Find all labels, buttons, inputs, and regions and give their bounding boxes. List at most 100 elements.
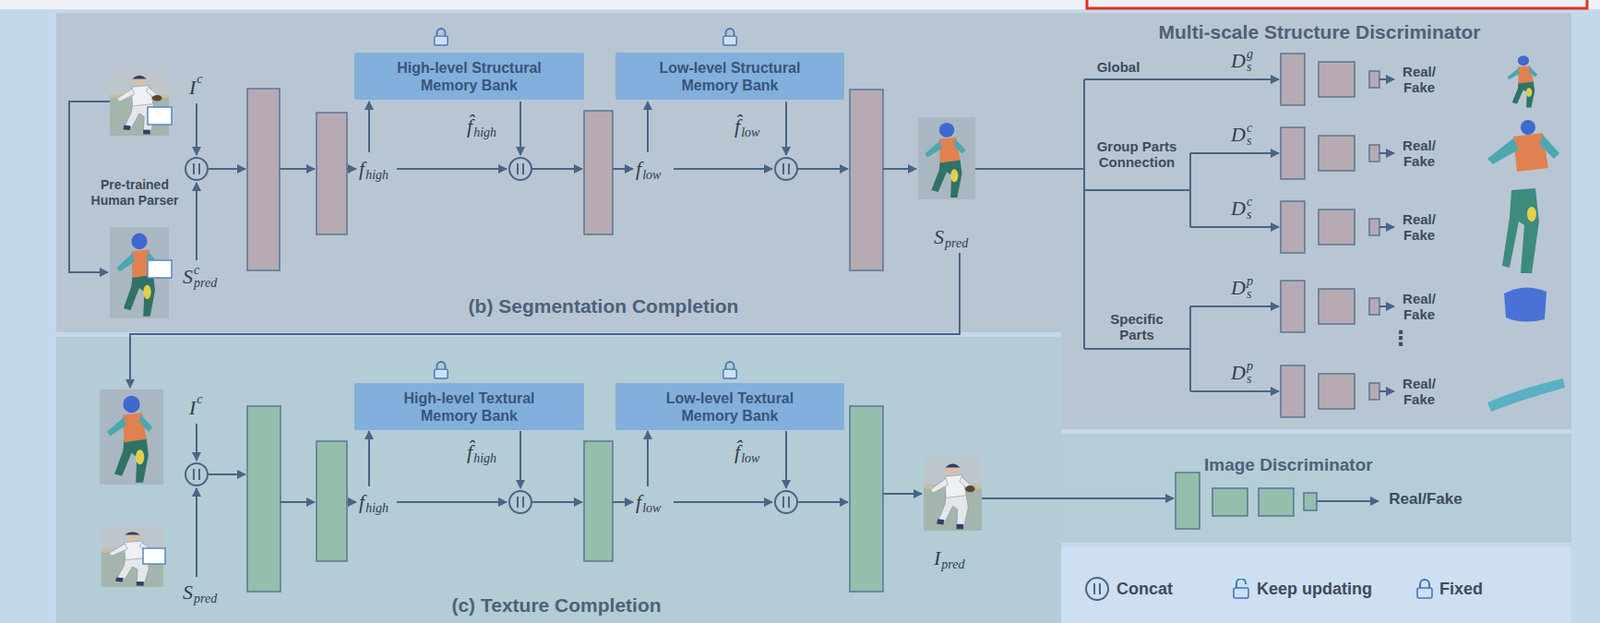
math-symbol: f̂ [466,441,473,463]
disc-block [1318,135,1355,171]
subscript: s [1246,372,1254,386]
lock-icons [434,28,1433,598]
disc-block [1280,53,1305,106]
flow-arrow [280,501,315,503]
branch-line [1084,189,1191,192]
legend-panel [1061,546,1572,623]
math-label: Dcs [1230,195,1253,222]
concat-symbol [185,463,208,486]
script-stack: cpred [193,263,217,290]
memory-bank-label: Low-level Structural Memory Bank [642,59,818,95]
flow-arrow [673,167,773,170]
memory-bank-label: High-level Textural Memory Bank [382,389,558,425]
part-thumbnails [1487,55,1565,412]
concat-symbol [775,490,798,514]
flow-arrow [673,501,773,503]
disc-block [1280,201,1305,253]
math-label: f̂low [734,441,760,463]
flow-arrow [1190,305,1279,308]
disc-block [1369,218,1380,236]
superscript: c [196,72,203,86]
math-symbol: D [1230,277,1246,299]
math-label: Scpred [182,263,217,290]
network-blocks [247,53,1380,592]
math-symbol: f̂ [734,441,741,463]
concat-symbol [509,157,532,180]
math-label: flow [635,491,661,513]
lock-icon [434,28,448,46]
disc-block [1369,382,1380,400]
math-symbol: S [182,582,193,603]
concat-symbols [185,157,1109,600]
layer-block [584,110,613,235]
math-symbol: f [635,158,642,180]
flow-arrow [1379,78,1395,81]
subscript: pred [193,592,217,606]
flow-arrow [519,430,522,489]
memory-bank-box: High-level Textural Memory Bank [354,382,585,430]
math-label: Dps [1230,359,1254,386]
superscript: g [1246,47,1254,61]
panel-band: (c) Texture CompletionHigh-level Textura… [56,336,1062,623]
flow-arrow [785,101,788,156]
layer-block [247,88,280,271]
math-symbol: f [358,491,365,513]
math-symbol: f̂ [466,116,473,137]
flow-arrow [346,167,357,170]
mask-region [143,548,166,564]
panel-heading: (b) Segmentation Completion [146,295,1061,318]
text-label: Real/ Fake [1395,137,1444,169]
flow-arrow [1379,152,1395,155]
subscript: pred [944,237,968,251]
math-label: Ipred [933,548,965,569]
math-symbol: D [1230,124,1246,145]
disc-block [1318,61,1355,97]
script-stack: ps [1246,274,1254,301]
subscript: high [365,501,389,515]
disc-block [1303,492,1317,511]
math-symbol: f [358,158,365,180]
text-label: Real/Fake [1377,490,1474,507]
global-parsing [1506,55,1538,108]
flow-arrow [646,430,649,487]
flow-arrow [195,103,198,156]
disc-block [1369,298,1380,315]
disc-block [1280,280,1305,333]
lock-icon [434,361,448,379]
flow-arrow [368,430,371,487]
text-label: Real/ Fake [1395,63,1444,96]
flow-arrow [883,492,922,495]
text-label: Real/ Fake [1395,290,1444,323]
flow-arrows [69,79,1395,577]
flow-arrow [612,167,633,170]
math-label: Dgs [1230,47,1254,74]
text-label: Pre-trained Human Parser [83,177,187,209]
memory-bank-box: Low-level Textural Memory Bank [615,382,845,430]
math-label: f̂high [466,116,497,137]
head-part [1504,286,1547,322]
flow-arrow [346,501,357,503]
memory-bank-label: Low-level Textural Memory Bank [642,389,818,425]
math-symbol: S [182,266,193,287]
flow-arrow [1316,500,1379,502]
parsing-map [99,389,164,485]
superscript: p [1246,274,1254,288]
concat-symbol [1086,577,1109,600]
superscript: p [1246,359,1254,373]
flow-arrow [195,488,198,577]
flow-arrow [532,167,583,170]
layer-block [316,112,347,235]
flow-arrow [883,167,917,170]
masked-photo [109,69,169,136]
script-stack: cs [1246,121,1253,148]
flow-arrow [396,501,507,503]
math-symbol: D [1230,198,1246,219]
text-label: Real/ Fake [1395,211,1444,243]
disc-block [1318,209,1355,245]
disc-block [1212,488,1248,516]
script-stack: gs [1246,47,1254,74]
layer-block [584,441,613,562]
subscript: low [642,501,661,515]
math-label: Dcs [1230,121,1253,148]
panel-heading: Image Discriminator [1204,454,1445,476]
